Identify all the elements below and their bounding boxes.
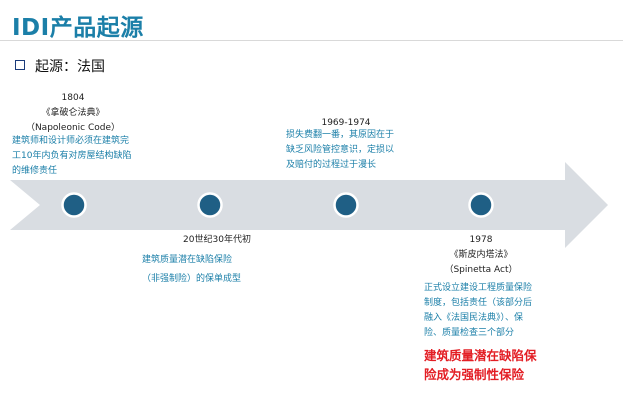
event-1978-desc-line: 融入《法国民法典》）、保 <box>424 313 524 323</box>
event-1978-highlight-line: 险成为强制性保险 <box>424 367 525 382</box>
event-1978-law-cn: 《斯皮内塔法》 <box>449 250 513 260</box>
event-1978-highlight: 建筑质量潜在缺陷保 险成为强制性保险 <box>424 346 574 384</box>
title-divider <box>0 40 623 41</box>
event-1804-year: 1804 <box>61 93 85 103</box>
page-title: IDI产品起源 <box>12 15 144 41</box>
event-1978-desc-line: 正式设立建设工程质量保险 <box>424 283 533 293</box>
event-1978-header: 1978 《斯皮内塔法》 （Spinetta Act） <box>430 233 532 278</box>
timeline-dot-1969 <box>333 192 359 218</box>
event-1969-desc-line: 缺乏风险管控意识，定损以 <box>286 145 395 155</box>
event-1978-desc-line: 险、质量检查三个部分 <box>424 328 515 338</box>
event-1930-desc-line: （非强制险）的保单成型 <box>142 274 242 284</box>
event-1969-description: 损失费翻一番，其原因在于 缺乏风险管控意识，定损以 及赔付的过程过于漫长 <box>286 128 426 173</box>
event-1804-law-en: （Napoleonic Code） <box>25 123 121 133</box>
event-1969-year: 1969-1974 <box>321 118 371 128</box>
event-1804-law-cn: 《拿破仑法典》 <box>41 108 105 118</box>
event-1969-desc-line: 及赔付的过程过于漫长 <box>286 160 377 170</box>
event-1969-desc-line: 损失费翻一番，其原因在于 <box>286 130 395 140</box>
event-1930-description: 建筑质量潜在缺陷保险 （非强制险）的保单成型 <box>142 251 292 289</box>
event-1930-desc-line: 建筑质量潜在缺陷保险 <box>142 255 233 265</box>
event-1804-description: 建筑师和设计师必须在建筑完 工10年内负有对房屋结构缺陷 的维修责任 <box>12 134 152 179</box>
event-1978-highlight-line: 建筑质量潜在缺陷保 <box>424 348 537 363</box>
event-1804-desc-line: 工10年内负有对房屋结构缺陷 <box>12 151 132 161</box>
event-1930-year: 20世纪30年代初 <box>183 235 251 245</box>
event-1978-description: 正式设立建设工程质量保险 制度，包括责任（该部分后 融入《法国民法典》）、保 险… <box>424 281 574 341</box>
section-heading: 起源：法国 <box>15 56 105 76</box>
timeline-dot-1930 <box>197 192 223 218</box>
section-heading-text: 起源：法国 <box>35 59 105 75</box>
event-1804-desc-line: 建筑师和设计师必须在建筑完 <box>12 136 130 146</box>
timeline-dot-1804 <box>61 192 87 218</box>
timeline-arrow <box>10 162 608 248</box>
event-1804-desc-line: 的维修责任 <box>12 166 58 176</box>
timeline-dot-1978 <box>468 192 494 218</box>
square-bullet-icon <box>15 60 25 70</box>
event-1804-header: 1804 《拿破仑法典》 （Napoleonic Code） <box>18 91 128 136</box>
event-1978-law-en: （Spinetta Act） <box>444 265 518 275</box>
event-1978-year: 1978 <box>469 235 493 245</box>
event-1978-desc-line: 制度，包括责任（该部分后 <box>424 298 533 308</box>
